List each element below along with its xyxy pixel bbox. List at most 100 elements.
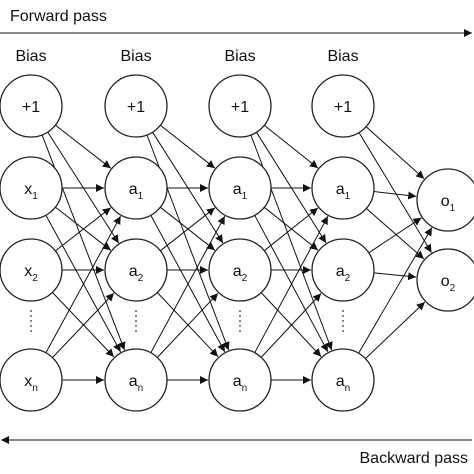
neuron-input-1: x1 xyxy=(0,156,63,220)
neuron-circle xyxy=(311,348,375,412)
connection-hidden-3-to-output xyxy=(365,126,425,180)
neuron-label: x1 xyxy=(24,181,38,202)
neuron-circle xyxy=(104,156,168,220)
bias-value: +1 xyxy=(22,99,40,116)
neuron-circle xyxy=(208,74,272,138)
neuron-subscript: 2 xyxy=(32,273,38,284)
neuron-symbol: o xyxy=(441,273,450,290)
neuron-subscript: n xyxy=(345,383,351,394)
neuron-hidden-3-1: a1 xyxy=(311,156,375,220)
neuron-label: o2 xyxy=(441,273,456,294)
neuron-symbol: x xyxy=(24,263,32,280)
neuron-subscript: 1 xyxy=(450,203,456,214)
neuron-output-0: o1 xyxy=(416,168,474,232)
neuron-label: an xyxy=(129,373,143,394)
connection-hidden-3-to-output xyxy=(373,191,417,200)
connection-input-to-hidden-1 xyxy=(55,207,112,252)
bias-node-hidden-2: +1 xyxy=(208,74,272,138)
neuron-label: a1 xyxy=(233,181,248,202)
neuron-label: a2 xyxy=(129,263,144,284)
neuron-subscript: 2 xyxy=(138,273,144,284)
neuron-circle xyxy=(0,238,63,302)
neuron-hidden-1-1: a1 xyxy=(104,156,168,220)
connection-hidden-3-to-output xyxy=(358,227,433,354)
neuron-hidden-3-3: an xyxy=(311,348,375,412)
bias-node-hidden-3: +1 xyxy=(311,74,375,138)
neuron-label: a2 xyxy=(336,263,351,284)
neuron-subscript: n xyxy=(32,383,38,394)
connection-hidden-2-to-hidden-3 xyxy=(260,293,322,358)
neuron-symbol: a xyxy=(129,181,138,198)
bias-label-hidden-3: Bias xyxy=(327,48,358,65)
neuron-symbol: x xyxy=(24,373,32,390)
connection-hidden-3-to-output xyxy=(358,132,432,253)
neuron-circle xyxy=(0,74,63,138)
neuron-label: o1 xyxy=(441,193,456,214)
neuron-label: a1 xyxy=(336,181,351,202)
neuron-circle xyxy=(208,348,272,412)
neuron-circle xyxy=(311,238,375,302)
bias-value: +1 xyxy=(127,99,145,116)
connection-hidden-1-to-hidden-2 xyxy=(156,292,219,358)
connection-hidden-3-to-output xyxy=(368,217,422,254)
neuron-hidden-2-1: a1 xyxy=(208,156,272,220)
connection-hidden-1-to-hidden-2 xyxy=(159,124,216,169)
neuron-symbol: a xyxy=(233,373,242,390)
neuron-subscript: 2 xyxy=(242,273,248,284)
neuron-hidden-3-2: a2 xyxy=(311,238,375,302)
neuron-symbol: x xyxy=(24,181,32,198)
neuron-circle xyxy=(0,348,63,412)
connection-hidden-1-to-hidden-2 xyxy=(150,215,226,353)
bias-label-hidden-1: Bias xyxy=(120,48,151,65)
neuron-circle xyxy=(311,156,375,220)
neuron-circle xyxy=(104,74,168,138)
connections xyxy=(41,124,433,384)
neuron-label: xn xyxy=(24,373,38,394)
connection-hidden-2-to-hidden-3 xyxy=(254,215,329,353)
neuron-circle xyxy=(311,74,375,138)
neuron-subscript: 1 xyxy=(32,191,38,202)
neuron-label: a2 xyxy=(233,263,248,284)
neuron-symbol: a xyxy=(233,181,242,198)
neuron-symbol: a xyxy=(336,181,345,198)
bias-label-hidden-2: Bias xyxy=(224,48,255,65)
neuron-hidden-1-3: an xyxy=(104,348,168,412)
neuron-circle xyxy=(208,238,272,302)
neuron-symbol: a xyxy=(336,373,345,390)
neuron-label: an xyxy=(336,373,350,394)
connection-hidden-3-to-output xyxy=(373,272,417,281)
neuron-symbol: a xyxy=(336,263,345,280)
neuron-symbol: o xyxy=(441,193,450,210)
neuron-hidden-2-3: an xyxy=(208,348,272,412)
neuron-output-1: o2 xyxy=(416,248,474,312)
bias-node-input: +1 xyxy=(0,74,63,138)
connection-input-to-hidden-1 xyxy=(45,215,122,354)
neuron-hidden-2-2: a2 xyxy=(208,238,272,302)
bias-value: +1 xyxy=(231,99,249,116)
neuron-symbol: a xyxy=(233,263,242,280)
neuron-input-2: x2 xyxy=(0,238,63,302)
neuron-input-3: xn xyxy=(0,348,63,412)
neuron-circle xyxy=(104,238,168,302)
forward-pass-label: Forward pass xyxy=(10,8,107,25)
connection-hidden-3-to-output xyxy=(365,301,426,359)
connection-hidden-1-to-hidden-2 xyxy=(159,207,216,252)
bias-node-hidden-1: +1 xyxy=(104,74,168,138)
connection-input-to-hidden-1 xyxy=(55,124,112,169)
bias-value: +1 xyxy=(334,99,352,116)
neuron-subscript: n xyxy=(242,383,248,394)
neuron-circle xyxy=(208,156,272,220)
neuron-subscript: 1 xyxy=(345,191,351,202)
neuron-subscript: 2 xyxy=(450,283,456,294)
backward-pass-label: Backward pass xyxy=(360,450,469,467)
bias-label-input: Bias xyxy=(15,48,46,65)
neuron-subscript: 2 xyxy=(345,273,351,284)
neuron-circle xyxy=(416,168,474,232)
neuron-label: an xyxy=(233,373,247,394)
neuron-label: x2 xyxy=(24,263,38,284)
neuron-circle xyxy=(104,348,168,412)
neuron-hidden-1-2: a2 xyxy=(104,238,168,302)
neuron-subscript: n xyxy=(138,383,144,394)
